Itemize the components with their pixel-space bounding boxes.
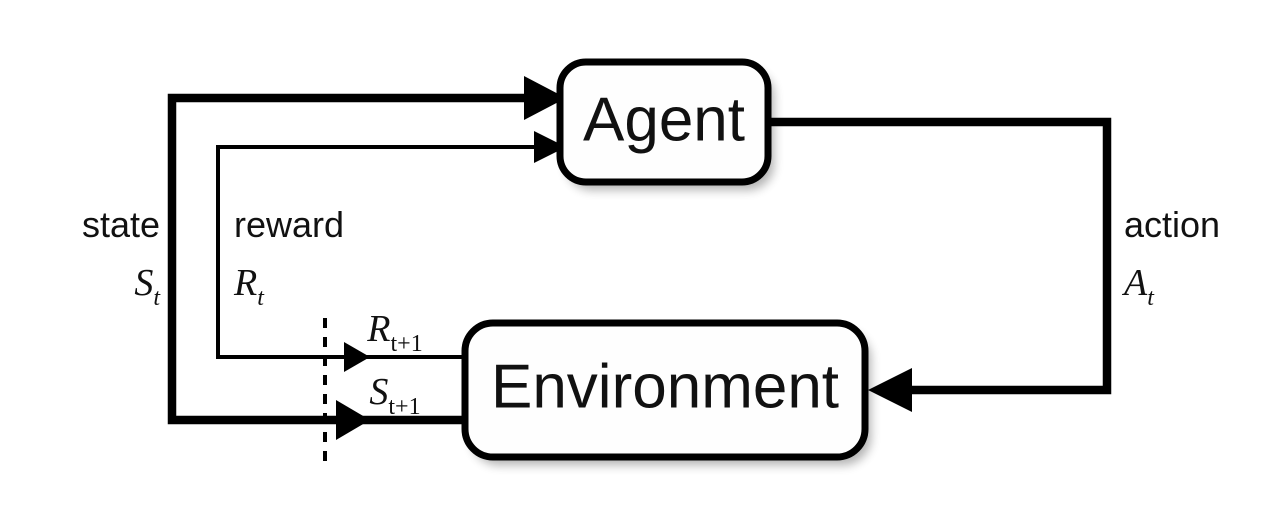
action-arrowhead bbox=[868, 368, 912, 412]
state-next-arrowhead bbox=[336, 400, 370, 440]
action-symbol-group: At bbox=[1121, 262, 1155, 311]
state-symbol: S bbox=[134, 262, 153, 304]
state-subscript: t bbox=[153, 285, 161, 311]
label-state-next: St+1 bbox=[369, 371, 420, 420]
state-symbol-group: St bbox=[134, 262, 161, 311]
label-reward: reward Rt bbox=[233, 204, 344, 311]
action-word: action bbox=[1124, 204, 1220, 245]
reward-next-symbol: R bbox=[366, 308, 390, 350]
reward-next-arrowhead bbox=[344, 342, 370, 372]
label-action: action At bbox=[1121, 204, 1220, 311]
state-word: state bbox=[82, 204, 160, 245]
action-line bbox=[768, 117, 1112, 395]
node-environment[interactable]: Environment bbox=[461, 319, 871, 465]
state-next-group: St+1 bbox=[369, 371, 420, 420]
state-feedback-arrowhead bbox=[524, 76, 566, 120]
state-next-subscript: t+1 bbox=[388, 394, 420, 420]
environment-box bbox=[461, 319, 869, 461]
label-reward-next: Rt+1 bbox=[366, 308, 422, 357]
reward-symbol-group: Rt bbox=[233, 262, 265, 311]
reward-feedback-arrowhead bbox=[534, 131, 566, 163]
edge-reward-feedback bbox=[216, 131, 566, 372]
edge-action bbox=[768, 117, 1112, 412]
state-next-symbol: S bbox=[369, 371, 388, 413]
action-symbol: A bbox=[1121, 262, 1148, 304]
environment-label: Environment bbox=[491, 352, 839, 421]
reward-symbol: R bbox=[233, 262, 257, 304]
state-feedback-line bbox=[167, 93, 524, 425]
reward-word: reward bbox=[234, 204, 344, 245]
agent-label: Agent bbox=[583, 85, 745, 154]
reward-subscript: t bbox=[257, 285, 265, 311]
label-state: state St bbox=[82, 204, 161, 311]
reward-next-subscript: t+1 bbox=[391, 331, 423, 357]
action-subscript: t bbox=[1147, 285, 1155, 311]
node-agent[interactable]: Agent bbox=[556, 58, 774, 190]
agent-box bbox=[556, 58, 772, 186]
reward-feedback-line bbox=[216, 145, 534, 359]
edge-state-feedback bbox=[167, 76, 566, 440]
reward-next-group: Rt+1 bbox=[366, 308, 422, 357]
